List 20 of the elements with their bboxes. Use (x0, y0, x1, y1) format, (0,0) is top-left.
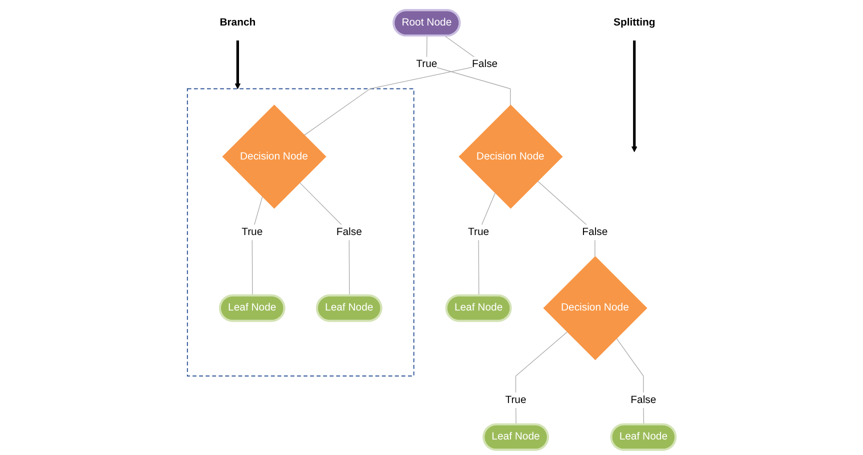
edge-label: True (468, 226, 490, 238)
edge-label: True (505, 394, 526, 406)
node-text: Splitting (613, 16, 656, 28)
connector (252, 196, 263, 296)
arrow (234, 40, 241, 90)
cluster (186, 88, 414, 377)
node-text: Branch (220, 16, 256, 28)
edge-label: False (582, 226, 608, 238)
node-diamond: Decision Node (458, 104, 563, 209)
connector (426, 36, 511, 106)
node-diamond: Decision Node (222, 104, 326, 209)
edge-label: False (472, 58, 498, 70)
node-diamond: Decision Node (543, 256, 648, 360)
edge-label: True (242, 226, 263, 238)
edge-label: False (630, 394, 656, 406)
connector (478, 192, 496, 296)
edge-label: True (416, 58, 438, 70)
connector (515, 332, 568, 425)
arrow (631, 40, 638, 152)
edge-label: False (336, 226, 362, 238)
